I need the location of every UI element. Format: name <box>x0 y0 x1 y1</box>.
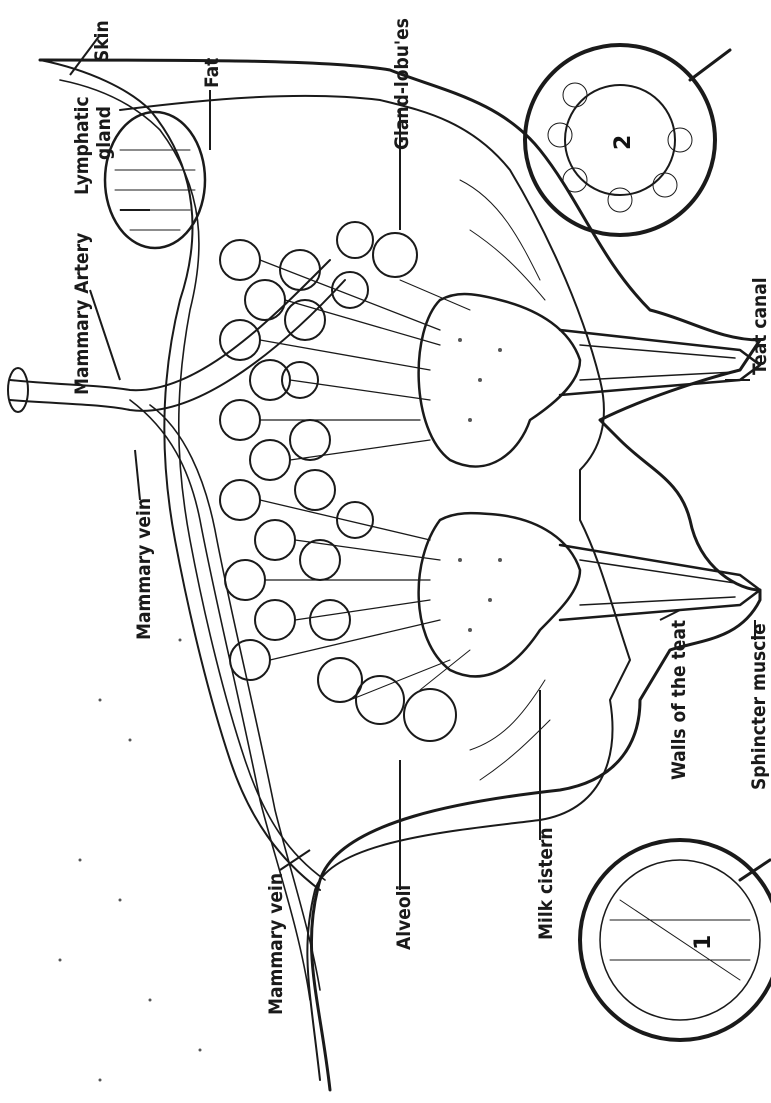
inset-1-figure <box>580 840 771 1040</box>
leader-artery <box>90 290 120 380</box>
label-fat: Fat <box>201 58 223 88</box>
vessel-cut-end <box>8 368 28 412</box>
label-lymphatic-2: gland <box>93 106 115 160</box>
lymphatic-gland-hatch <box>115 150 195 230</box>
label-inset-2: 2 <box>611 135 636 150</box>
label-teat-canal: Teat canal <box>749 277 771 375</box>
lymphatic-gland-shape <box>105 112 205 248</box>
alveoli-clusters <box>220 222 456 741</box>
label-mammary-artery: Mammary Artery <box>71 233 93 395</box>
udder-cross-section <box>8 35 771 1090</box>
label-alveoli: Alveoli <box>393 885 415 950</box>
milk-cistern-left <box>419 513 580 676</box>
teat-right-wall <box>580 345 735 380</box>
labels: Skin Gland-lobu'es Fat Lymphatic gland M… <box>71 18 771 1015</box>
leader-lines <box>70 35 755 890</box>
ducts <box>260 180 550 780</box>
label-skin: Skin <box>91 20 113 62</box>
leader-mammary-vein-top <box>135 450 140 500</box>
label-lymphatic-1: Lymphatic <box>71 96 93 195</box>
milk-cistern-right <box>419 294 580 466</box>
label-mammary-vein-bottom: Mammary vein <box>265 873 287 1015</box>
label-milk-cistern: Milk cistern <box>535 827 557 940</box>
label-inset-1: 1 <box>691 935 716 950</box>
dorsal-wall-inner <box>60 80 325 880</box>
label-walls-of-teat: Walls of the teat <box>668 620 690 780</box>
teat-right <box>560 330 760 395</box>
vessel-upper-left-2 <box>10 280 345 411</box>
label-sphincter-muscle: Sphincter muscle <box>748 623 770 790</box>
label-gland-lobules: Gland-lobu'es <box>391 18 413 150</box>
label-mammary-vein-top: Mammary vein <box>133 498 155 640</box>
